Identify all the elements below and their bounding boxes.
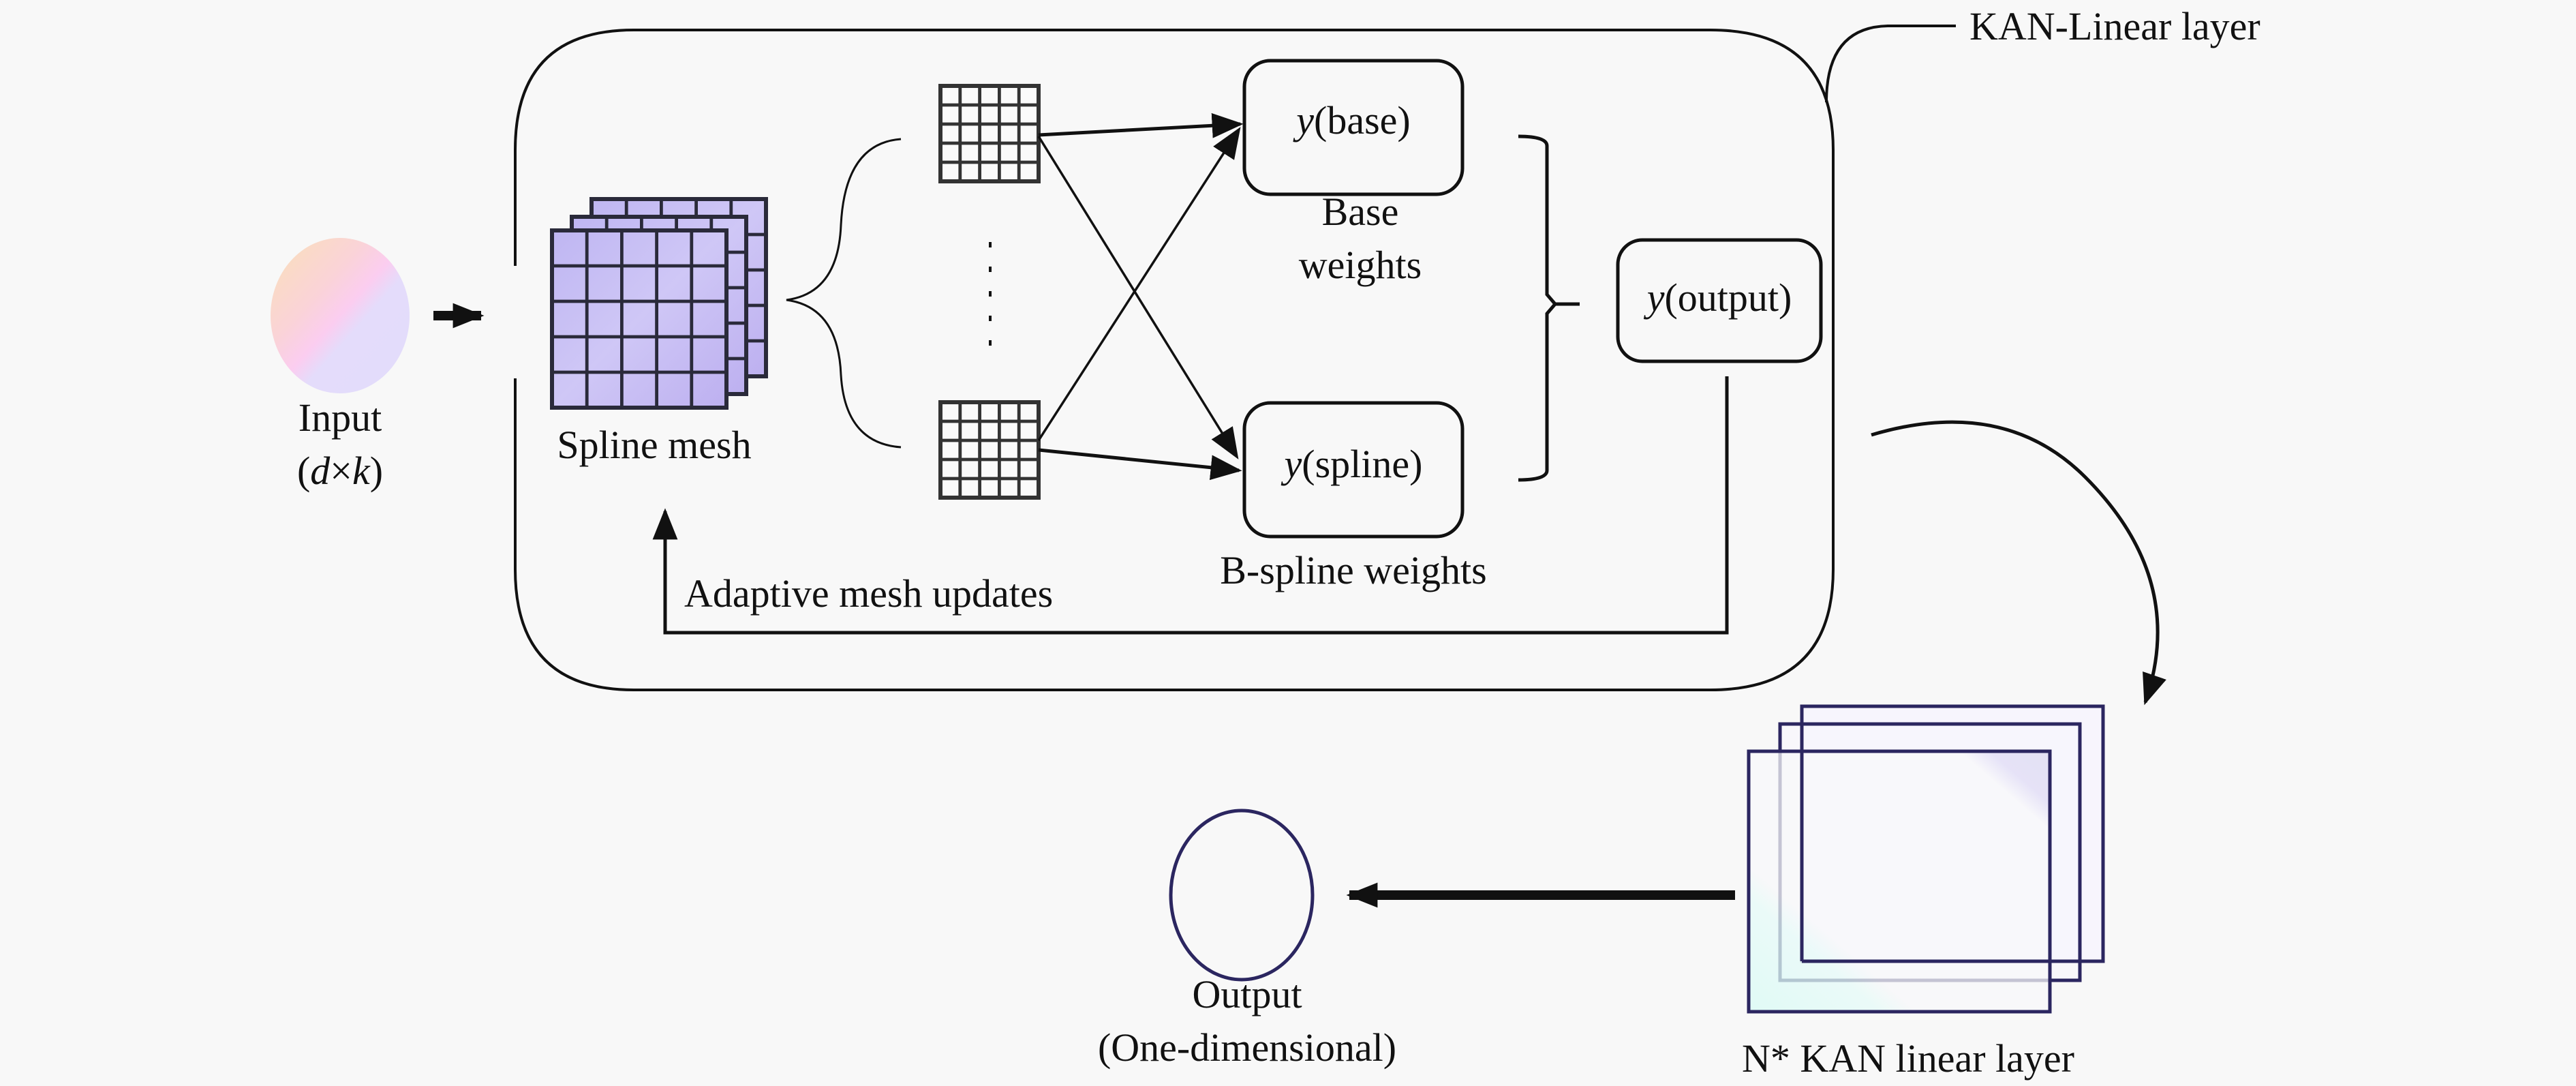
output-node: [1169, 809, 1315, 982]
split-brace: [786, 138, 902, 449]
arrow-top-to-spline: [1037, 136, 1239, 459]
small-grid: [938, 84, 1041, 183]
to-stack-arrow: [1871, 420, 2166, 706]
base-caption-line1: Base: [1322, 190, 1399, 234]
arrow-bottom-to-spline: [1038, 448, 1242, 481]
weight-grid-top: [938, 84, 1041, 183]
small-grid: [938, 400, 1041, 500]
base-caption-line2: weights: [1299, 243, 1422, 287]
kan-linear-layer-label: KAN-Linear layer: [1969, 4, 2260, 48]
feedback-line: [652, 376, 1729, 635]
base-box: [1242, 59, 1465, 196]
base-box-text: y(base): [1293, 98, 1410, 142]
output-label: Output: [1192, 972, 1302, 1016]
weight-grid-bottom: [938, 400, 1041, 500]
layer-sheet-front: [1747, 749, 2052, 1014]
callout-line: [1825, 25, 1956, 103]
feedback-label: Adaptive mesh updates: [684, 571, 1053, 616]
input-dims: (d×k): [297, 449, 383, 493]
output-sublabel: (One-dimensional): [1098, 1025, 1396, 1070]
spline-caption: B-spline weights: [1220, 548, 1486, 592]
stack-label: N* KAN linear layer: [1742, 1036, 2074, 1081]
kan-layer-stack: [1747, 704, 2105, 1014]
output-box-text: y(output): [1644, 275, 1792, 320]
input-label: Input: [298, 395, 382, 440]
arrow-top-to-base: [1038, 112, 1244, 138]
spline-box-text: y(spline): [1281, 442, 1423, 486]
output-box: [1616, 238, 1823, 363]
combine-bracket: [1518, 134, 1580, 482]
spline-box: [1242, 401, 1465, 539]
kan-linear-layer-box: [514, 29, 1835, 691]
spline-mesh-stack: [550, 197, 768, 410]
spline-mesh-label: Spline mesh: [557, 423, 751, 467]
input-node: [271, 238, 410, 393]
arrow-bottom-to-base: [1037, 127, 1241, 441]
mesh-layer-front: [550, 228, 729, 410]
